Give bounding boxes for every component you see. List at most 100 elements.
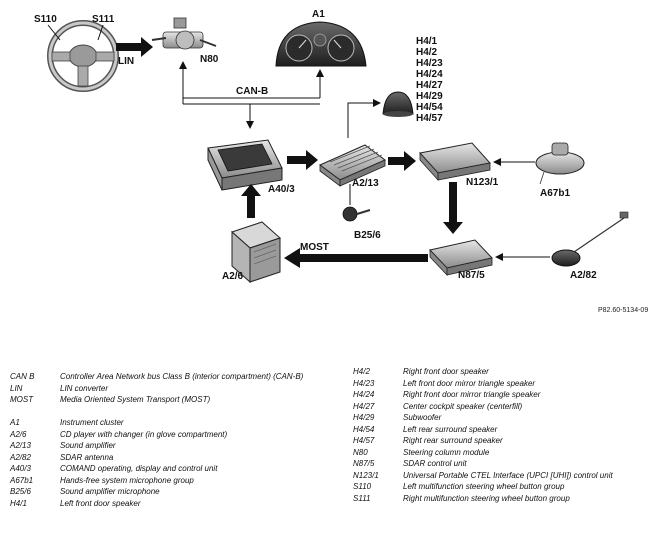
legend-desc: Left front door mirror triangle speaker [403, 378, 536, 388]
n123-1-upci-control-unit-image [419, 142, 491, 182]
legend-desc: Left front door speaker [60, 498, 141, 508]
n80-steering-column-module-image [151, 17, 217, 50]
legend-desc: Universal Portable CTEL Interface (UPCI … [403, 470, 613, 480]
h4-label: H4/54 [416, 102, 443, 113]
legend-code: N123/1 [353, 470, 379, 480]
legend-item: S111 Right multifunction steering wheel … [353, 493, 658, 505]
legend-desc: Center cockpit speaker (centerfill) [403, 401, 523, 411]
legend-item: N87/5 SDAR control unit [353, 458, 658, 470]
s111-leader [97, 24, 104, 41]
legend-item: LIN LIN converter [10, 383, 310, 395]
a40-3-comand-unit-image [207, 139, 283, 191]
comand-to-amplifier-arrow [287, 150, 318, 170]
a2-13-label: A2/13 [352, 178, 379, 189]
legend-desc: SDAR control unit [403, 459, 467, 468]
most-label: MOST [300, 242, 329, 253]
a2-82-sdar-antenna-image [551, 211, 629, 267]
amplifier-to-upci-arrow [388, 151, 416, 171]
legend-desc: COMAND operating, display and control un… [60, 464, 218, 473]
legend-code: H4/29 [353, 413, 375, 422]
legend-code: A1 [10, 418, 20, 427]
n123-1-label: N123/1 [466, 177, 499, 188]
a67b1-label: A67b1 [540, 188, 570, 199]
h4-connector-line [347, 99, 381, 138]
legend-item: A1 Instrument cluster [10, 417, 310, 429]
legend-item: H4/29 Subwoofer [353, 412, 658, 424]
legend-desc: Controller Area Network bus Class B (int… [60, 372, 304, 381]
b25-6-label: B25/6 [354, 230, 381, 241]
n87-5-sdar-control-unit-image [429, 239, 493, 277]
legend-code: MOST [10, 395, 34, 404]
b25-6-amplifier-microphone-image [342, 206, 371, 222]
legend-desc: SDAR antenna [60, 452, 114, 462]
legend-gap [10, 406, 310, 418]
legend-code: A67b1 [10, 475, 34, 485]
legend-item: H4/23 Left front door mirror triangle sp… [353, 378, 658, 390]
s110-leader [47, 24, 61, 41]
legend-code: H4/1 [10, 498, 27, 508]
n80-label: N80 [200, 54, 219, 65]
a40-3-label: A40/3 [268, 184, 295, 195]
legend-code: CAN B [10, 372, 35, 381]
legend-item: MOST Media Oriented System Transport (MO… [10, 394, 310, 406]
legend-desc: LIN converter [60, 383, 109, 393]
legend-code: H4/23 [353, 378, 375, 388]
legend-code: H4/27 [353, 401, 375, 411]
legend-item: A67b1 Hands-free system microphone group [10, 475, 310, 487]
legend-item: A2/6 CD player with changer (in glove co… [10, 429, 310, 441]
legend-item: N123/1 Universal Portable CTEL Interface… [353, 470, 658, 482]
h4-speaker-image [382, 91, 414, 117]
legend-code: S110 [353, 482, 372, 491]
legend-code: N87/5 [353, 459, 375, 468]
legend-item: H4/57 Right rear surround speaker [353, 435, 658, 447]
h4-label: H4/1 [416, 36, 438, 47]
a67b1-microphone-group-image [535, 142, 585, 185]
steering-wheel-image [47, 20, 119, 92]
lin-arrow [116, 37, 153, 57]
legend-desc: Sound amplifier [60, 441, 116, 450]
a2-13-sound-amplifier-image [319, 144, 386, 187]
legend-code: A2/6 [10, 429, 27, 439]
a2-6-label: A2/6 [222, 271, 244, 282]
figure-reference: P82.60-5134-09 [598, 307, 648, 314]
upci-to-sdar-arrow [443, 182, 463, 234]
a2-82-label: A2/82 [570, 270, 597, 281]
legend-desc: Instrument cluster [60, 418, 124, 427]
legend-right: H4/2 Right front door speaker H4/23 Left… [353, 366, 658, 504]
legend-desc: Right rear surround speaker [403, 436, 503, 445]
h4-label: H4/57 [416, 113, 443, 124]
h4-label: H4/27 [416, 80, 443, 91]
can-b-label: CAN-B [236, 86, 268, 97]
legend-code: S111 [353, 493, 371, 503]
a1-label: A1 [312, 9, 325, 20]
legend-code: A2/13 [10, 441, 31, 450]
legend-item: A2/13 Sound amplifier [10, 440, 310, 452]
legend-desc: Subwoofer [403, 413, 442, 422]
s110-label: S110 [34, 14, 57, 25]
legend-desc: Steering column module [403, 447, 490, 457]
legend-desc: Hands-free system microphone group [60, 475, 194, 485]
legend-desc: Right multifunction steering wheel butto… [403, 493, 570, 503]
legend-item: A40/3 COMAND operating, display and cont… [10, 463, 310, 475]
n87-5-label: N87/5 [458, 270, 485, 281]
legend-left: CAN B Controller Area Network bus Class … [10, 371, 310, 509]
legend-desc: CD player with changer (in glove compart… [60, 429, 228, 439]
legend-code: A40/3 [10, 464, 31, 473]
cd-changer-to-comand-arrow [241, 184, 261, 218]
legend-code: H4/24 [353, 390, 375, 399]
legend-desc: Left multifunction steering wheel button… [403, 482, 565, 491]
legend-item: H4/27 Center cockpit speaker (centerfill… [353, 401, 658, 413]
legend-desc: Media Oriented System Transport (MOST) [60, 395, 211, 404]
s111-label: S111 [92, 14, 115, 25]
legend-code: H4/54 [353, 424, 375, 434]
legend-code: A2/82 [10, 452, 31, 462]
a1-instrument-cluster-image [275, 21, 367, 67]
system-diagram: S110 S111 LIN N80 A1 CAN-B H4/1 H4/2 [34, 9, 648, 314]
legend-item: CAN B Controller Area Network bus Class … [10, 371, 310, 383]
legend-code: N80 [353, 447, 368, 457]
h4-labels: H4/1 H4/2 H4/23 H4/24 H4/27 H4/29 H4/54 … [416, 36, 443, 124]
h4-label: H4/24 [416, 69, 443, 80]
legend-item: B25/6 Sound amplifier microphone [10, 486, 310, 498]
legend-desc: Sound amplifier microphone [60, 487, 160, 496]
legend-desc: Left rear surround speaker [403, 424, 498, 434]
